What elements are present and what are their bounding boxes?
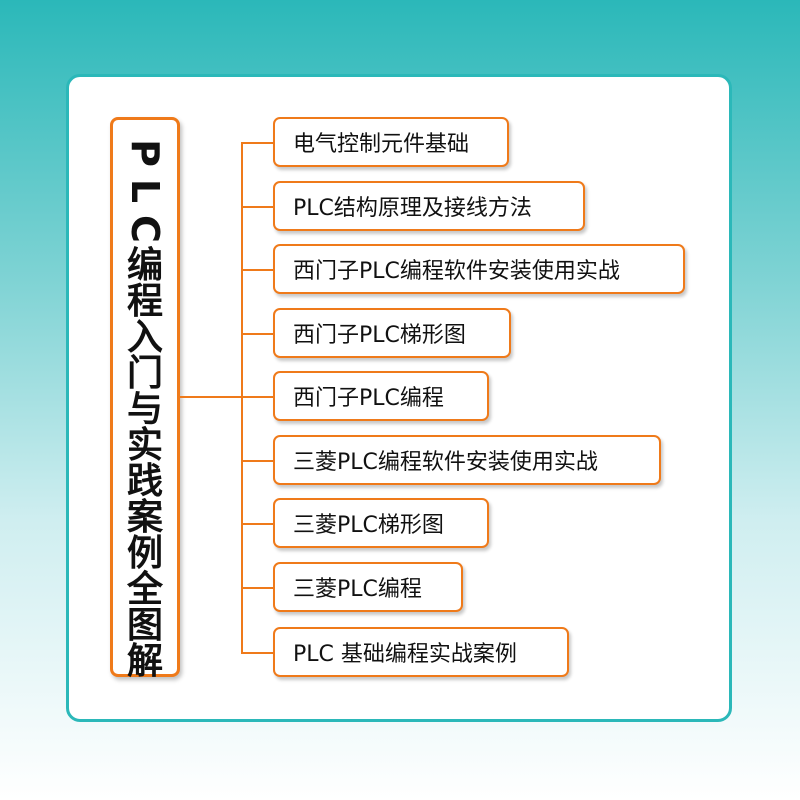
title-char: 程 bbox=[126, 281, 163, 322]
trunk-connector bbox=[180, 396, 242, 398]
branch-connector bbox=[241, 333, 273, 335]
branch-connector bbox=[241, 523, 273, 525]
topic-item: 三菱PLC梯形图 bbox=[273, 498, 489, 548]
title-char: 实 bbox=[126, 425, 163, 466]
spine-connector bbox=[241, 142, 243, 654]
topic-item: 西门子PLC编程软件安装使用实战 bbox=[273, 244, 685, 294]
title-box: P L C 编 程 入 门 与 实 践 案 例 全 图 解 bbox=[110, 117, 180, 680]
branch-connector bbox=[241, 269, 273, 271]
title-char: 案 bbox=[126, 497, 163, 538]
title-char: 全 bbox=[126, 569, 163, 610]
topic-item: 西门子PLC编程 bbox=[273, 371, 489, 421]
topic-label: 西门子PLC编程软件安装使用实战 bbox=[293, 259, 620, 284]
title-char: L bbox=[123, 178, 167, 204]
topic-item: PLC结构原理及接线方法 bbox=[273, 181, 585, 231]
branch-connector bbox=[241, 587, 273, 589]
topic-item: 三菱PLC编程软件安装使用实战 bbox=[273, 435, 661, 485]
title-char: C bbox=[122, 215, 167, 243]
topic-label: 三菱PLC编程 bbox=[293, 577, 422, 602]
title-char: 编 bbox=[126, 245, 163, 286]
branch-connector bbox=[241, 460, 273, 462]
topic-label: 三菱PLC编程软件安装使用实战 bbox=[293, 450, 598, 475]
title-char: 解 bbox=[126, 641, 163, 682]
topic-label: 电气控制元件基础 bbox=[293, 132, 470, 157]
branch-connector bbox=[241, 206, 273, 208]
topic-label: 三菱PLC梯形图 bbox=[293, 513, 444, 538]
topic-label: 西门子PLC编程 bbox=[293, 386, 444, 411]
topic-item: 西门子PLC梯形图 bbox=[273, 308, 511, 358]
title-char: 与 bbox=[126, 389, 163, 430]
branch-connector bbox=[241, 142, 273, 144]
branch-connector bbox=[241, 396, 273, 398]
branch-connector bbox=[241, 652, 273, 654]
title-char: 门 bbox=[126, 353, 163, 394]
topic-item: 电气控制元件基础 bbox=[273, 117, 509, 167]
title-char: 图 bbox=[126, 605, 163, 646]
title-char: 例 bbox=[126, 533, 163, 574]
topic-label: 西门子PLC梯形图 bbox=[293, 323, 466, 348]
topic-label: PLC结构原理及接线方法 bbox=[293, 196, 532, 221]
title-char: 践 bbox=[126, 461, 163, 502]
title-char: 入 bbox=[126, 317, 163, 358]
topic-label: PLC 基础编程实战案例 bbox=[293, 642, 517, 667]
topic-item: PLC 基础编程实战案例 bbox=[273, 627, 569, 677]
topic-item: 三菱PLC编程 bbox=[273, 562, 463, 612]
title-char: P bbox=[122, 139, 167, 167]
vertical-title: P L C 编 程 入 门 与 实 践 案 例 全 图 解 bbox=[113, 134, 177, 679]
